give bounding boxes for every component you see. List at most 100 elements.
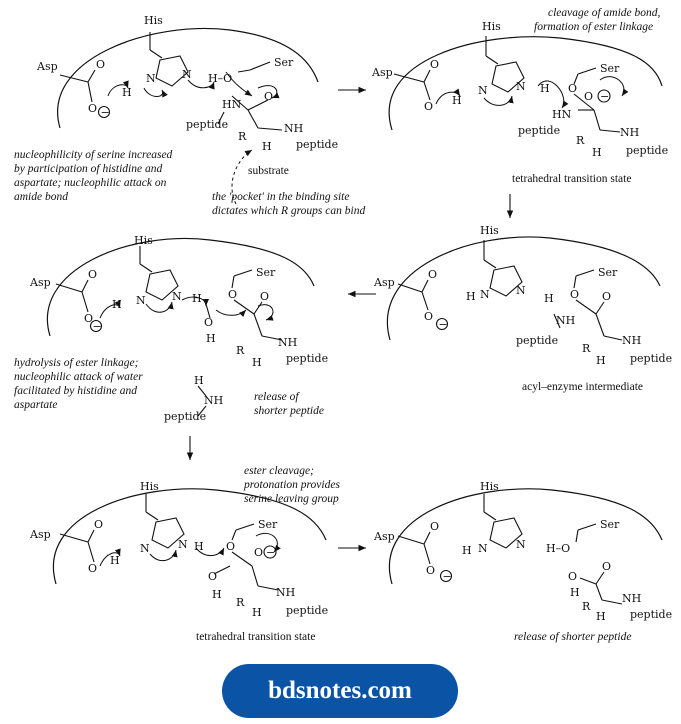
hydrogen-label: H bbox=[466, 290, 476, 303]
nh-label: NH bbox=[284, 122, 303, 135]
nitrogen-label: N bbox=[516, 284, 526, 297]
hydrogen-label: H bbox=[206, 332, 216, 345]
caption-line: release of shorter peptide bbox=[514, 631, 631, 643]
r-group-label: R bbox=[582, 342, 591, 355]
peptide-label: peptide bbox=[186, 118, 228, 131]
oxygen-label: O bbox=[94, 518, 103, 531]
ser-label: Ser bbox=[598, 266, 618, 279]
panel-3: His Asp O O − H N N O Ser O H NH peptide… bbox=[373, 224, 672, 393]
hydrogen-label: H bbox=[462, 544, 472, 557]
his-label: His bbox=[480, 480, 499, 493]
oxygen-label: O bbox=[584, 90, 593, 103]
ser-label: Ser bbox=[258, 518, 278, 531]
nitrogen-label: N bbox=[172, 290, 182, 303]
caption-line: aspartate; nucleophilic attack on bbox=[14, 177, 167, 189]
peptide-label: peptide bbox=[296, 138, 338, 151]
peptide-label: peptide bbox=[164, 410, 206, 423]
nh-label: NH bbox=[204, 394, 223, 407]
nitrogen-label: N bbox=[478, 84, 488, 97]
hydrogen-label: H bbox=[194, 540, 204, 553]
oxygen-label: O bbox=[568, 82, 577, 95]
ser-label: Ser bbox=[274, 56, 294, 69]
oxygen-label: O bbox=[568, 570, 577, 583]
hydrogen-label: H bbox=[252, 356, 262, 369]
oxygen-label: O bbox=[602, 560, 611, 573]
hydrogen-label: H bbox=[570, 586, 580, 599]
release-line: shorter peptide bbox=[254, 405, 324, 417]
oxygen-label: O bbox=[228, 288, 237, 301]
caption-line: by participation of histidine and bbox=[14, 163, 162, 175]
panel-6: His Asp O O − H N N H–O Ser O O H R H NH… bbox=[373, 480, 672, 643]
hydrogen-label: H bbox=[194, 374, 204, 387]
negative-charge-icon bbox=[439, 569, 453, 583]
hydrogen-label: H bbox=[544, 292, 554, 305]
his-label: His bbox=[480, 224, 499, 237]
oxygen-label: O bbox=[254, 546, 263, 559]
oxygen-label: O bbox=[426, 564, 435, 577]
caption-line: cleavage of amide bond, bbox=[548, 7, 661, 19]
hydrogen-label: H bbox=[212, 588, 222, 601]
ser-hydroxyl-label: H–O bbox=[208, 72, 232, 85]
nh-label: NH bbox=[276, 586, 295, 599]
minus-label: − bbox=[93, 320, 102, 333]
caption-line: formation of ester linkage bbox=[534, 21, 653, 33]
asp-label: Asp bbox=[29, 528, 51, 541]
state-label: tetrahedral transition state bbox=[512, 173, 631, 185]
nh-label: NH bbox=[556, 314, 575, 327]
oxygen-label: O bbox=[570, 288, 579, 301]
ser-label: Ser bbox=[600, 62, 620, 75]
site-banner[interactable]: bdsnotes.com bbox=[222, 664, 458, 718]
nh-label: NH bbox=[622, 592, 641, 605]
his-label: His bbox=[140, 480, 159, 493]
pocket-note-line: the 'pocket' in the binding site bbox=[212, 191, 349, 203]
peptide-label: peptide bbox=[630, 352, 672, 365]
nitrogen-label: N bbox=[182, 68, 192, 81]
caption-line: nucleophilicity of serine increased bbox=[14, 149, 173, 161]
negative-charge-icon bbox=[435, 317, 449, 331]
hn-label: HN bbox=[552, 108, 572, 121]
hydrogen-label: H bbox=[592, 146, 602, 159]
peptide-label: peptide bbox=[286, 604, 328, 617]
hydrogen-label: H bbox=[262, 140, 272, 153]
minus-label: − bbox=[101, 106, 110, 119]
caption-line: aspartate bbox=[14, 399, 57, 411]
hydrogen-label: H bbox=[596, 610, 606, 623]
state-label: acyl–enzyme intermediate bbox=[522, 381, 643, 393]
nitrogen-label: N bbox=[516, 80, 526, 93]
asp-label: Asp bbox=[371, 66, 393, 79]
oxygen-label: O bbox=[88, 268, 97, 281]
panel-1: His Asp O O − H N N H–O Ser HN O peptide… bbox=[14, 14, 365, 217]
release-line: release of bbox=[254, 391, 300, 403]
minus-label: − bbox=[600, 90, 609, 103]
oxygen-label: O bbox=[88, 102, 97, 115]
his-label: His bbox=[144, 14, 163, 27]
hn-label: HN bbox=[222, 98, 242, 111]
panel-2: His Asp O O H N N H O Ser O − HN peptide… bbox=[371, 7, 668, 185]
ser-hydroxyl-label: H–O bbox=[546, 542, 570, 555]
caption-line: ester cleavage; bbox=[244, 465, 314, 477]
nitrogen-label: N bbox=[516, 538, 526, 551]
nitrogen-label: N bbox=[178, 538, 188, 551]
oxygen-label: O bbox=[260, 290, 269, 303]
ser-label: Ser bbox=[600, 518, 620, 531]
peptide-label: peptide bbox=[626, 144, 668, 157]
peptide-label: peptide bbox=[516, 334, 558, 347]
asp-label: Asp bbox=[29, 276, 51, 289]
caption-line: protonation provides bbox=[243, 479, 340, 491]
oxygen-label: O bbox=[430, 520, 439, 533]
state-label: tetrahedral transition state bbox=[196, 631, 315, 643]
negative-charge-icon bbox=[263, 545, 277, 559]
oxygen-label: O bbox=[424, 310, 433, 323]
his-label: His bbox=[134, 234, 153, 247]
hydrogen-label: H bbox=[596, 354, 606, 367]
hydrogen-label: H bbox=[192, 292, 202, 305]
caption-line: facilitated by histidine and bbox=[14, 385, 137, 397]
oxygen-label: O bbox=[96, 58, 105, 71]
caption-line: serine leaving group bbox=[244, 493, 339, 505]
nitrogen-label: N bbox=[480, 288, 490, 301]
pocket-note-line: dictates which R groups can bind bbox=[212, 205, 365, 217]
peptide-label: peptide bbox=[518, 124, 560, 137]
hydrogen-label: H bbox=[112, 298, 122, 311]
nitrogen-label: N bbox=[478, 542, 488, 555]
